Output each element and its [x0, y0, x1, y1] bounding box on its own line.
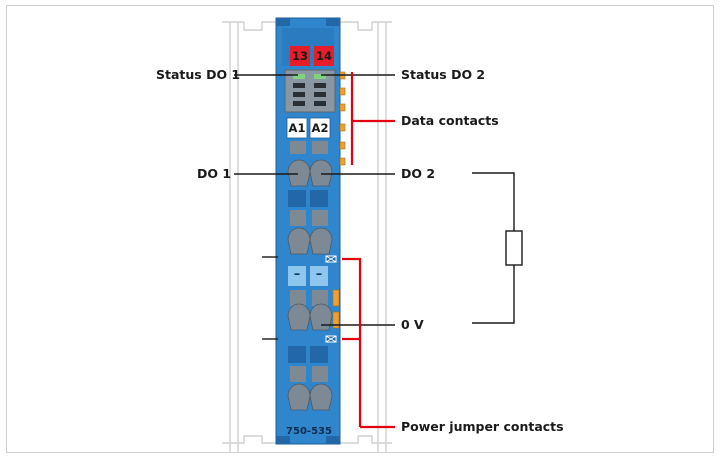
rail-outline [222, 21, 392, 452]
minus-box-1 [288, 266, 306, 286]
channel-badge-13 [290, 46, 310, 66]
clamp-holes-row-1 [287, 159, 333, 187]
status-led-do2 [314, 74, 326, 79]
leader-lines [234, 74, 395, 340]
release-slots-row-2 [288, 190, 328, 207]
load-circuit [472, 172, 523, 324]
load-resistor [505, 230, 523, 266]
label-status-do2: Status DO 2 [401, 67, 486, 82]
clamp-holes-row-2 [287, 227, 333, 255]
label-do2: DO 2 [401, 166, 436, 181]
clamp-holes-row-3 [287, 303, 333, 331]
label-do1: DO 1 [197, 166, 232, 181]
data-contacts [339, 71, 346, 166]
module-model-number: 750-535 [286, 426, 332, 437]
status-led-do1 [293, 74, 305, 79]
label-zero-v: 0 V [401, 317, 424, 332]
channel-label-box-a2 [309, 117, 331, 139]
channel-label-a1: A1 [288, 121, 306, 135]
power-jumper-mark-bottom [325, 335, 337, 343]
power-jumper-callout [342, 257, 395, 429]
clamp-holes-row-4 [287, 383, 333, 411]
channel-label-a2: A2 [311, 121, 329, 135]
channel-label-box-a1 [286, 117, 308, 139]
channel-badge-13-text: 13 [291, 49, 308, 63]
data-contacts-callout [350, 72, 395, 165]
minus-mark-1: – [293, 267, 301, 282]
figure-frame [6, 5, 714, 453]
minus-mark-2: – [315, 267, 323, 282]
channel-badge-14 [314, 46, 334, 66]
channel-badge-14-text: 14 [315, 49, 332, 63]
release-slots-row-1 [290, 141, 328, 154]
power-jumper-mark-top [325, 255, 337, 263]
label-status-do1: Status DO 1 [156, 67, 241, 82]
power-contacts [332, 289, 340, 329]
label-data-contacts: Data contacts [401, 113, 499, 128]
led-status-block [284, 69, 336, 113]
label-power-jumper-contacts: Power jumper contacts [401, 419, 564, 434]
minus-box-2 [310, 266, 328, 286]
